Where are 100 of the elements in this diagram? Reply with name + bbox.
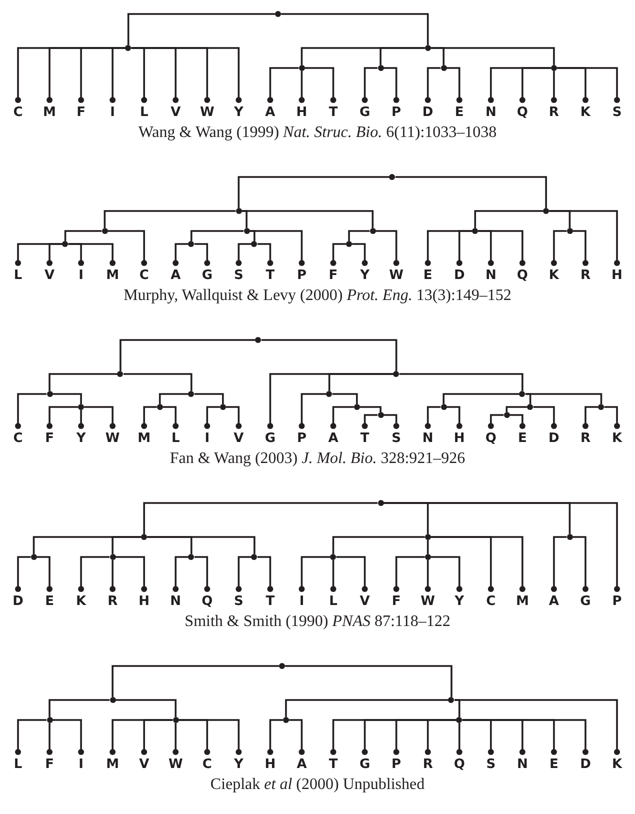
tree-branch — [123, 373, 192, 391]
tree-branch — [194, 556, 210, 592]
amino-acid-letter: F — [40, 757, 60, 772]
tree-branch — [430, 536, 526, 592]
amino-acid-letter: M — [102, 757, 123, 772]
tree-branch — [430, 556, 462, 592]
tree-branch — [116, 699, 177, 717]
tree-branch — [84, 406, 116, 429]
tree-branch — [424, 406, 441, 429]
tree-branch — [172, 723, 179, 755]
junction-dot — [255, 337, 262, 343]
amino-acid-letter: E — [512, 431, 532, 446]
junction-dot — [440, 404, 447, 410]
junction-dot — [566, 228, 573, 234]
amino-acid-letter: A — [166, 268, 186, 283]
junction-dot — [378, 500, 384, 506]
amino-acid-letter: A — [544, 594, 564, 609]
tree-branch — [424, 67, 441, 103]
amino-acid-letter: P — [607, 594, 627, 609]
amino-acid-letter: L — [8, 757, 28, 772]
tree-branch — [442, 393, 520, 404]
tree-branch — [424, 719, 456, 755]
tree-branch — [242, 210, 374, 228]
amino-acid-letter: W — [166, 757, 186, 772]
amino-acid-letter: Y — [228, 757, 249, 772]
tree-branch — [52, 393, 82, 404]
tree-branch — [519, 67, 551, 103]
junction-dot — [251, 554, 258, 560]
tree-branch — [78, 556, 110, 592]
tree-branch — [48, 699, 110, 717]
amino-acid-letter: W — [102, 431, 123, 446]
amino-acid-letter: H — [607, 268, 627, 283]
amino-acid-letter: N — [418, 431, 438, 446]
junction-dot — [598, 404, 604, 410]
amino-acid-letter: P — [292, 268, 312, 283]
amino-acid-letter: L — [134, 105, 154, 120]
amino-acid-letter: P — [386, 757, 406, 772]
tree-branch — [116, 556, 148, 592]
junction-dot — [298, 65, 305, 71]
tree-branch — [384, 414, 400, 429]
amino-acid-letter: R — [575, 268, 596, 283]
tree-branch — [446, 67, 462, 103]
amino-acid-letter: R — [418, 757, 438, 772]
amino-acid-letter: Q — [480, 431, 501, 446]
amino-acid-letter: D — [418, 105, 438, 120]
tree-branch — [550, 71, 557, 103]
tree-branch — [426, 540, 429, 554]
tree-branch — [104, 210, 236, 228]
amino-acid-letter: M — [40, 105, 60, 120]
tree-branch — [131, 47, 242, 103]
tree-branch — [384, 67, 400, 103]
tree-branch — [226, 406, 242, 429]
tree-branch — [46, 243, 62, 266]
tree-branch — [46, 406, 78, 429]
amino-acid-letter: G — [354, 757, 375, 772]
amino-acid-letter: D — [544, 431, 564, 446]
citation-caption: Murphy, Wallquist & Levy (2000) Prot. Eng. 13(3):149–152 — [124, 287, 512, 304]
tree-branch — [304, 67, 336, 103]
junction-dot — [456, 717, 462, 723]
tree-branch — [360, 406, 382, 412]
amino-acid-letter: K — [607, 757, 627, 772]
junction-dot — [30, 554, 37, 560]
amino-acid-letter: L — [323, 594, 344, 609]
amino-acid-letter: D — [449, 268, 470, 283]
tree-branch — [362, 67, 378, 103]
tree-branch — [238, 176, 390, 208]
amino-acid-letter: A — [323, 431, 344, 446]
amino-acid-letter: Y — [449, 594, 470, 609]
junction-dot — [275, 11, 282, 17]
junction-dot — [46, 391, 53, 397]
tree-branch — [257, 243, 274, 266]
junction-dot — [389, 174, 396, 180]
amino-acid-letter: E — [40, 594, 60, 609]
amino-acid-letter: M — [102, 268, 123, 283]
amino-acid-letter: T — [323, 757, 344, 772]
amino-acid-letter: V — [40, 268, 60, 283]
tree-branch — [78, 410, 84, 429]
junction-dot — [527, 404, 534, 410]
tree-branch — [108, 230, 148, 266]
tree-branch — [288, 719, 305, 755]
tree-branch — [330, 243, 346, 266]
junction-dot — [188, 391, 194, 397]
citation-caption: Cieplak et al (2000) Unpublished — [210, 776, 425, 793]
tree-branch — [15, 393, 47, 429]
tree-branch — [488, 414, 504, 429]
tree-branch — [332, 393, 358, 404]
tree-branch — [332, 536, 425, 554]
amino-acid-letter: G — [575, 594, 596, 609]
tree-branch — [572, 536, 588, 592]
tree-branch — [112, 536, 142, 554]
tree-branch — [549, 210, 620, 266]
junction-dot — [472, 228, 478, 234]
junction-dot — [424, 534, 431, 540]
tree-branch — [556, 67, 620, 103]
tree-branch — [147, 536, 256, 554]
amino-acid-letter: C — [197, 757, 218, 772]
amino-acid-letter: T — [260, 268, 280, 283]
junction-dot — [346, 241, 352, 247]
citation-caption: Fan & Wang (2003) J. Mol. Bio. 328:921–926 — [170, 450, 466, 467]
tree-branch — [352, 243, 368, 266]
